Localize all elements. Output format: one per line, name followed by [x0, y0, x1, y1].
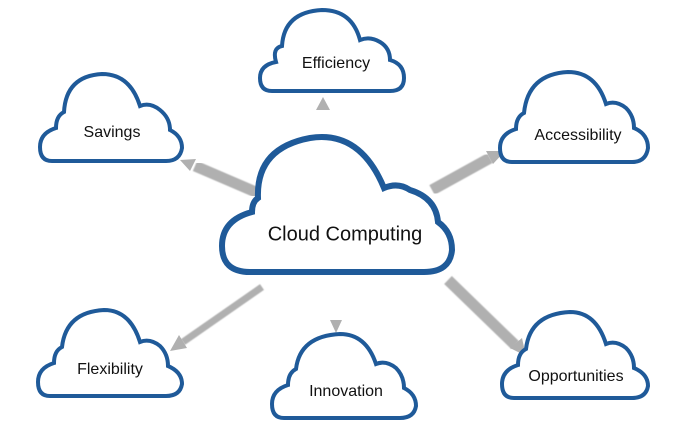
benefit-label: Flexibility — [77, 361, 143, 378]
benefit-cloud-shape — [497, 69, 651, 164]
benefit-cloud-innovation: Innovation — [269, 331, 419, 420]
connector-arrows — [170, 97, 526, 356]
center-cloud-shape — [218, 134, 456, 275]
benefit-cloud-opportunities: Opportunities — [499, 309, 651, 400]
benefit-cloud-shape — [37, 71, 185, 163]
benefit-cloud-accessibility: Accessibility — [497, 69, 651, 164]
benefit-cloud-shape — [257, 7, 407, 93]
benefit-cloud-shape — [499, 309, 651, 400]
arrow-to-efficiency — [316, 97, 330, 135]
benefit-cloud-shape — [35, 307, 185, 398]
benefit-cloud-shape — [269, 331, 419, 420]
arrow-to-flexibility — [170, 284, 264, 351]
center-cloud-label: Cloud Computing — [268, 223, 423, 245]
benefit-label: Accessibility — [534, 127, 621, 144]
arrow-to-savings — [180, 159, 261, 199]
benefit-cloud-efficiency: Efficiency — [257, 7, 407, 93]
center-cloud: Cloud Computing — [218, 134, 456, 275]
arrow-to-accessibility — [429, 151, 505, 195]
benefit-cloud-savings: Savings — [37, 71, 185, 163]
arrow-to-opportunities — [444, 276, 526, 356]
benefit-label: Efficiency — [302, 55, 370, 72]
benefit-cloud-flexibility: Flexibility — [35, 307, 185, 398]
benefit-label: Savings — [84, 124, 141, 141]
benefit-label: Opportunities — [528, 368, 623, 385]
benefit-label: Innovation — [309, 383, 383, 400]
arrow-to-innovation — [330, 285, 342, 333]
